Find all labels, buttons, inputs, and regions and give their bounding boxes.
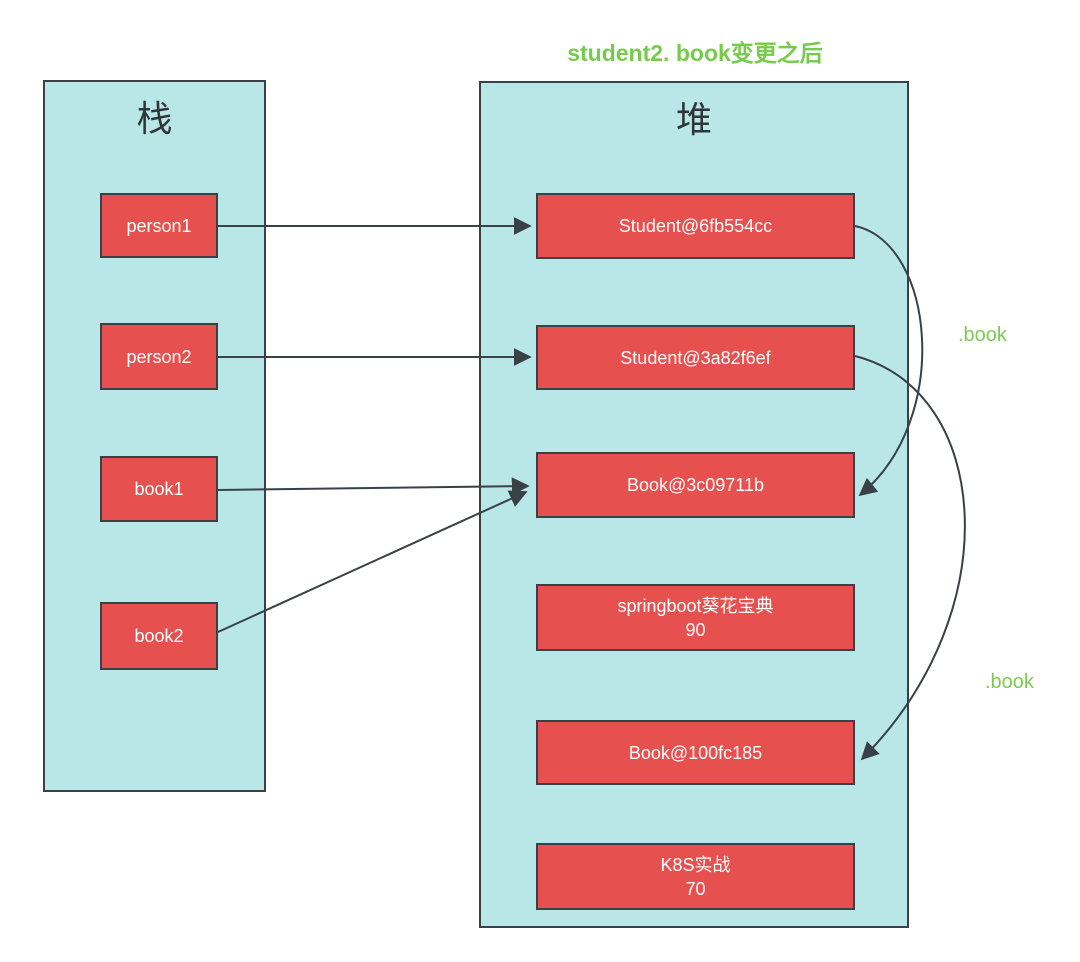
stack-header: 栈: [136, 98, 173, 139]
node-label: person2: [126, 346, 192, 367]
heap-node-k8s-book: K8S实战 70: [536, 843, 855, 910]
node-label: Book@100fc185: [628, 742, 763, 763]
node-label: Book@3c09711b: [626, 475, 765, 495]
heap-node-student2: Student@3a82f6ef: [536, 325, 855, 390]
node-value: 70: [685, 878, 706, 899]
node-label: springboot葵花宝典: [617, 595, 774, 616]
heap-node-book-100fc185: Book@100fc185: [536, 720, 855, 785]
heap-header: 堆: [675, 99, 712, 140]
node-value: 90: [685, 619, 706, 640]
node-label: person1: [126, 215, 192, 236]
edge-label-book-1: .book: [958, 324, 1007, 346]
edge-label-book-2: .book: [985, 671, 1034, 693]
heap-node-student1: Student@6fb554cc: [536, 193, 855, 259]
node-label: K8S实战: [660, 854, 731, 875]
stack-node-person2: person2: [100, 323, 218, 390]
stack-node-book2: book2: [100, 602, 218, 670]
stack-container: 栈: [43, 80, 266, 792]
node-label: book1: [134, 479, 184, 499]
heap-node-book-3c09711b: Book@3c09711b: [536, 452, 855, 518]
diagram-title: student2. book变更之后: [567, 40, 823, 66]
node-label: Student@3a82f6ef: [620, 347, 771, 368]
stack-node-person1: person1: [100, 193, 218, 258]
stack-node-book1: book1: [100, 456, 218, 522]
heap-node-springboot-book: springboot葵花宝典 90: [536, 584, 855, 651]
node-label: book2: [134, 626, 184, 646]
node-label: Student@6fb554cc: [618, 216, 773, 236]
